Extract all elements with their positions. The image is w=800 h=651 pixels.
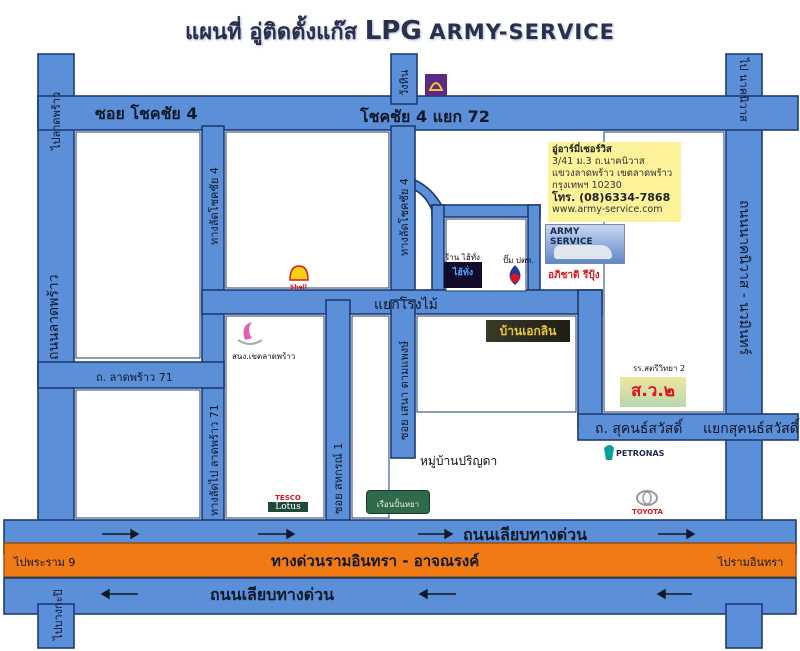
arrow-east-3 [418,528,454,540]
bank-icon [425,74,447,96]
road-wang-hin [390,53,418,105]
arrow-west-2 [418,588,456,600]
army-service-banner: ARMY SERVICE [545,224,625,264]
road-lat-phrao [37,53,75,525]
petronas-label: PETRONAS [616,449,665,458]
label-yaek-rong-mai: แยกโรงไม้ [374,296,438,313]
school-label: รร.สตรีวิทยา 2 [633,364,686,373]
label-expressway: ทางด่วนรามอินทรา - อาจณรงค์ [271,552,479,570]
ruen-restaurant-sign: เรือนปั้นหยา [366,490,430,514]
label-wang-hin: วังหิน [398,69,411,96]
shop-name: อู่อาร์มี่เซอร์วิส [552,144,612,155]
shell-logo-icon: Shell [289,265,309,291]
road-soi-sena [390,299,416,459]
road-loop-right [527,204,541,296]
label-yaek-sukon-sawat: แยกสุคนธ์สวัสดิ์ [703,418,800,437]
label-lat-phrao71: ถ. ลาดพร้าว 71 [96,371,173,384]
district-office-label: สนง.เขตลาดพร้าว [232,352,296,361]
label-soi-chokchai4: ซอย โชคชัย 4 [95,103,198,123]
road-chokchai4 [37,95,799,131]
toyota-logo-icon [636,490,658,506]
title-lpg: LPG [364,16,422,46]
road-expressway [3,542,797,578]
shell-label: Shell [290,284,307,291]
shop-info-box: อู่อาร์มี่เซอร์วิส 3/41 ม.3 ถ.นาคนิวาส แ… [548,142,681,222]
title-brand: ARMY-SERVICE [429,20,615,44]
arrow-west-3 [656,588,692,600]
school-badge: ส.ว.๒ [620,377,686,407]
shop-website[interactable]: www.army-service.com [552,204,663,215]
arrow-east-1 [102,528,140,540]
label-soi-sahakorn1: ซอย สหกรณ์ 1 [332,443,345,514]
aribat-sign: อภิชาติ รีปุ้ง [548,270,600,281]
village-label: หมู่บ้านปริญดา [420,454,498,468]
lotus-label: Lotus [268,502,308,512]
map-title: แผนที่ อู่ติดตั้งแก๊ส LPG ARMY-SERVICE [0,14,800,49]
school-badge-label: ส.ว.๒ [630,381,676,401]
shop-phone: โทร. (08)6334-7868 [552,191,671,204]
toyota-label: TOYOTA [632,508,663,516]
label-to-ram-inthra: ไปรามอินทรา [717,556,783,569]
tesco-label: TESCO [268,494,308,502]
shop-address-1: 3/41 ม.3 ถ.นาคนิวาส [552,156,645,167]
road-sukon-sawat [577,413,799,441]
tesco-lotus-logo: TESCO Lotus [268,494,308,517]
label-to-lat-phrao: ไปลาดพร้าว [50,92,63,151]
petronas-logo-icon [604,445,614,460]
ptt-logo-icon [509,265,521,285]
road-bend [577,289,603,427]
arrow-east-4 [658,528,696,540]
shop-address-3: กรุงเทพฯ 10230 [552,180,622,191]
road-loop-left [431,204,445,296]
label-thanglat-lp71: ทางลัดไป ลาดพร้าว 71 [208,404,221,516]
label-thanglat-right: ทางลัดโชคชัย 4 [397,178,411,256]
district-office-logo-icon [237,322,263,345]
label-chokchai4-yaek72: โชคชัย 4 แยก 72 [359,106,490,126]
label-frontage-bottom: ถนนเลียบทางด่วน [210,585,334,604]
road-bottom-right-stub [725,603,763,649]
label-soi-sena: ซอย เสนา ตามแพงษ์ [398,341,411,440]
label-nak-niwat-road: ถนนนาคนิวาส - นวมินทร์ [736,200,753,356]
baan-aekkalin-sign: บ้านเอกลิน [486,320,570,342]
label-thanglat-left: ทางลัดโชคชัย 4 [207,167,221,245]
baan-aekkalin-label: บ้านเอกลิน [499,324,557,338]
label-lat-phrao-road: ถนนลาดพร้าว [46,274,62,360]
car-icon [554,245,612,259]
road-lat-phrao71 [37,361,225,389]
road-soi-sahakorn1 [325,299,351,527]
road-frontage-bottom [3,577,797,615]
shop-logo: ไฮ้ทั่ง [444,262,482,288]
road-to-bang-kapi [37,603,75,649]
shop-address-2: แขวงลาดพร้าว เขตลาดพร้าว [552,168,673,179]
ptt-label: ปั๊ม ปตท. [503,256,534,265]
label-sukon-sawat: ถ. สุคนธ์สวัสดิ์ [595,418,684,437]
label-to-nak-niwat: ไป นาคนิวาส [737,57,750,122]
title-thai: แผนที่ อู่ติดตั้งแก๊ส [185,20,358,45]
arrow-east-2 [258,528,296,540]
arrow-west-1 [100,588,138,600]
army-service-banner-label: ARMY SERVICE [550,227,593,247]
label-frontage-top: ถนนเลียบทางด่วน [463,525,587,544]
ruen-restaurant-label: เรือนปั้นหยา [376,500,420,509]
shop-label: ร้าน ไฮ้ทั่ง [445,253,480,262]
label-to-bang-kapi: ไปบางกะปิ [52,589,65,641]
road-loop-top [431,204,541,218]
label-to-rama9: ไปพระราม 9 [13,556,75,569]
